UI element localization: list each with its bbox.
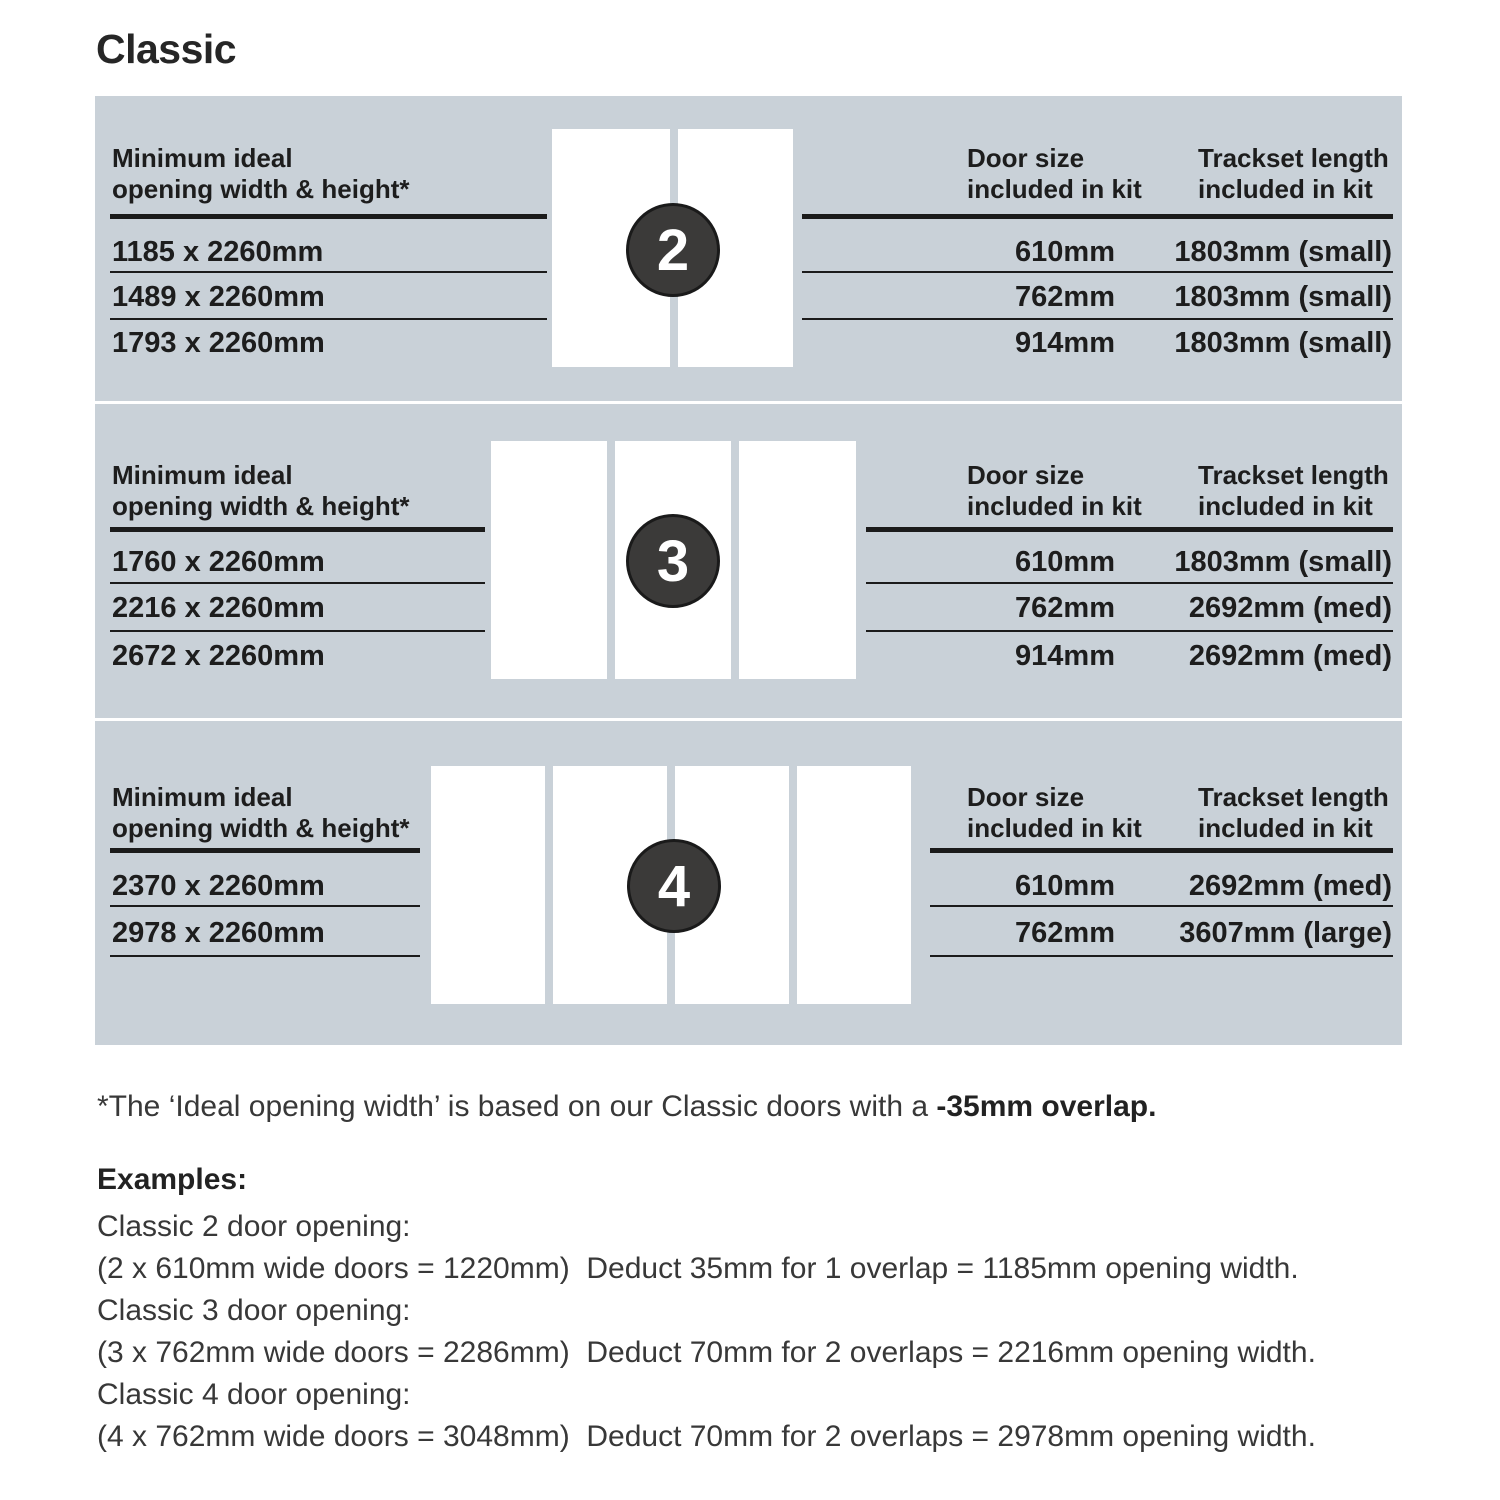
trackset-header: Trackset length included in kit [1198,782,1389,844]
door-size-cell: 610mm [1015,546,1115,578]
header-rule [110,214,547,219]
footnote: *The ‘Ideal opening width’ is based on o… [97,1089,1156,1125]
header-line: Minimum ideal [112,143,293,173]
header-line: Door size [967,782,1085,812]
header-rule [930,848,1393,853]
trackset-cell: 1803mm (small) [1174,281,1392,313]
row-divider [110,630,485,632]
header-line: Minimum ideal [112,460,293,490]
door-panel [797,766,911,1004]
door-size-cell: 762mm [1015,917,1115,949]
page-title: Classic [96,26,237,72]
header-line: included in kit [1198,174,1373,204]
trackset-cell: 1803mm (small) [1174,546,1392,578]
left-table-header: Minimum ideal opening width & height* [112,460,410,522]
header-line: Trackset length [1198,460,1389,490]
example-line: (3 x 762mm wide doors = 2286mm) Deduct 7… [97,1336,1316,1369]
row-divider [930,905,1393,907]
trackset-header: Trackset length included in kit [1198,460,1389,522]
trackset-cell: 2692mm (med) [1188,640,1392,672]
row-divider [802,271,1393,273]
section-divider [95,718,1402,721]
door-size-cell: 914mm [1015,640,1115,672]
header-line: included in kit [967,491,1142,521]
header-line: included in kit [967,813,1142,843]
header-line: opening width & height* [112,491,410,521]
row-divider [110,905,420,907]
row-divider [110,955,420,957]
trackset-cell: 2692mm (med) [1188,592,1392,624]
door-size-header: Door size included in kit [967,143,1142,205]
opening-size-cell: 1793 x 2260mm [112,327,325,359]
example-line: (2 x 610mm wide doors = 1220mm) Deduct 3… [97,1252,1299,1285]
trackset-cell: 1803mm (small) [1174,236,1392,268]
header-line: included in kit [1198,813,1373,843]
door-size-cell: 762mm [1015,592,1115,624]
header-rule [802,214,1393,219]
opening-size-cell: 2672 x 2260mm [112,640,325,672]
door-count-badge: 3 [626,514,720,608]
header-rule [110,848,420,853]
door-count-badge: 2 [626,203,720,297]
left-table-header: Minimum ideal opening width & height* [112,782,410,844]
example-line: Classic 3 door opening: [97,1294,411,1327]
opening-size-cell: 1185 x 2260mm [112,236,324,268]
door-size-cell: 762mm [1015,281,1115,313]
door-panel [491,441,607,679]
door-size-cell: 610mm [1015,236,1115,268]
row-divider [110,582,485,584]
door-panel [431,766,545,1004]
header-line: Door size [967,460,1085,490]
door-size-cell: 914mm [1015,327,1115,359]
opening-size-cell: 2370 x 2260mm [112,870,325,902]
row-divider [802,318,1393,320]
header-line: opening width & height* [112,813,410,843]
footnote-bold-text: -35mm overlap. [936,1090,1157,1123]
example-line: (4 x 762mm wide doors = 3048mm) Deduct 7… [97,1420,1316,1453]
header-line: Door size [967,143,1085,173]
header-line: opening width & height* [112,174,410,204]
left-table-header: Minimum ideal opening width & height* [112,143,410,205]
trackset-cell: 1803mm (small) [1174,327,1392,359]
footnote-text: *The ‘Ideal opening width’ is based on o… [97,1090,937,1123]
opening-size-cell: 1760 x 2260mm [112,546,325,578]
header-rule [866,527,1393,532]
row-divider [866,630,1393,632]
header-line: included in kit [1198,491,1373,521]
opening-size-cell: 2978 x 2260mm [112,917,325,949]
header-line: Trackset length [1198,143,1389,173]
row-divider [930,955,1393,957]
header-line: included in kit [967,174,1142,204]
examples-heading: Examples: [97,1163,248,1196]
section-divider [95,401,1402,404]
opening-size-cell: 1489 x 2260mm [112,281,325,313]
door-size-header: Door size included in kit [967,782,1142,844]
opening-size-cell: 2216 x 2260mm [112,592,325,624]
door-size-header: Door size included in kit [967,460,1142,522]
row-divider [110,318,547,320]
row-divider [866,582,1393,584]
example-line: Classic 4 door opening: [97,1378,411,1411]
door-size-cell: 610mm [1015,870,1115,902]
header-line: Minimum ideal [112,782,293,812]
trackset-cell: 3607mm (large) [1179,917,1392,949]
trackset-header: Trackset length included in kit [1198,143,1389,205]
row-divider [110,271,547,273]
header-line: Trackset length [1198,782,1389,812]
door-panel [739,441,856,679]
trackset-cell: 2692mm (med) [1188,870,1392,902]
example-line: Classic 2 door opening: [97,1210,411,1243]
header-rule [110,527,485,532]
door-count-badge: 4 [627,839,721,933]
